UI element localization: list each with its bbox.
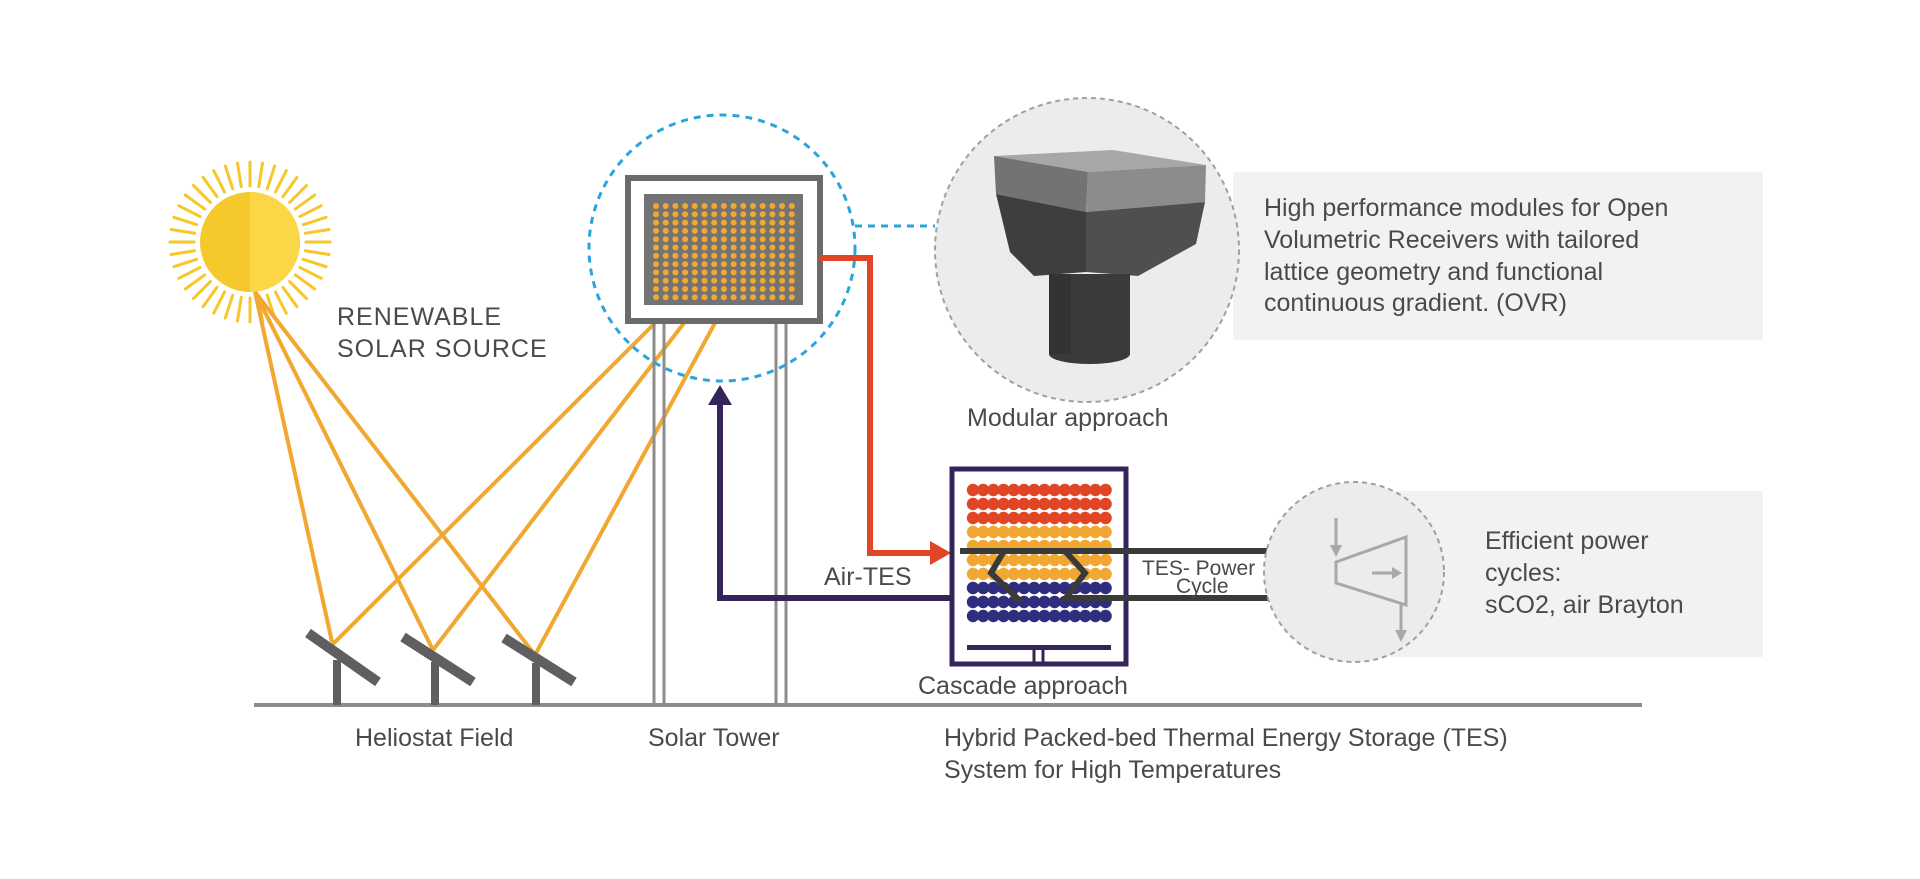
- renewable-label-line2: SOLAR SOURCE: [337, 335, 548, 363]
- solar-tower-label: Solar Tower: [648, 724, 780, 752]
- ovr-text-box: [1233, 172, 1763, 340]
- receiver-panel: [625, 175, 823, 324]
- turbine-icon: [1330, 518, 1408, 642]
- hybrid-tes-label-line1: Hybrid Packed-bed Thermal Energy Storage…: [944, 724, 1508, 752]
- cold-air-line: [717, 398, 1012, 601]
- modular-approach-circle: [934, 97, 1240, 403]
- receiver-highlight-circle: [587, 113, 857, 383]
- tes-power-label-line2: Cycle: [1176, 575, 1229, 598]
- heliostat-field-label: Heliostat Field: [355, 724, 513, 752]
- heat-exchanger-lines: [960, 548, 1290, 601]
- air-tes-label: Air-TES: [824, 563, 912, 591]
- hot-air-arrowhead: [930, 541, 951, 565]
- tower-legs: [652, 320, 788, 705]
- tes-tank: [949, 466, 1129, 667]
- heliostat-icon: [501, 633, 577, 705]
- modular-approach-label: Modular approach: [967, 404, 1169, 432]
- heliostat-icon: [305, 628, 381, 705]
- ovr-text-line2: Volumetric Receivers with tailored: [1264, 226, 1639, 254]
- heliostat-icon: [400, 632, 476, 705]
- ovr-text-line4: continuous gradient. (OVR): [1264, 289, 1567, 317]
- hybrid-tes-label-line2: System for High Temperatures: [944, 756, 1281, 784]
- hot-air-line: [820, 255, 940, 556]
- power-text-line1: Efficient power: [1485, 527, 1649, 555]
- sun-icon: [168, 160, 332, 324]
- cold-air-arrowhead: [708, 385, 732, 405]
- power-text-line2: cycles:: [1485, 559, 1561, 587]
- incident-rays: [253, 290, 537, 657]
- cascade-approach-label: Cascade approach: [918, 672, 1128, 700]
- ovr-text-line1: High performance modules for Open: [1264, 194, 1668, 222]
- reflected-rays: [330, 308, 724, 656]
- power-text-line3: sCO2, air Brayton: [1485, 591, 1684, 619]
- tes-power-label-line1: TES- Power: [1142, 557, 1255, 580]
- receiver-module-icon: [994, 150, 1206, 364]
- ovr-text-line3: lattice geometry and functional: [1264, 258, 1603, 286]
- power-cycle-circle: [1263, 481, 1445, 663]
- renewable-label-line1: RENEWABLE: [337, 303, 502, 331]
